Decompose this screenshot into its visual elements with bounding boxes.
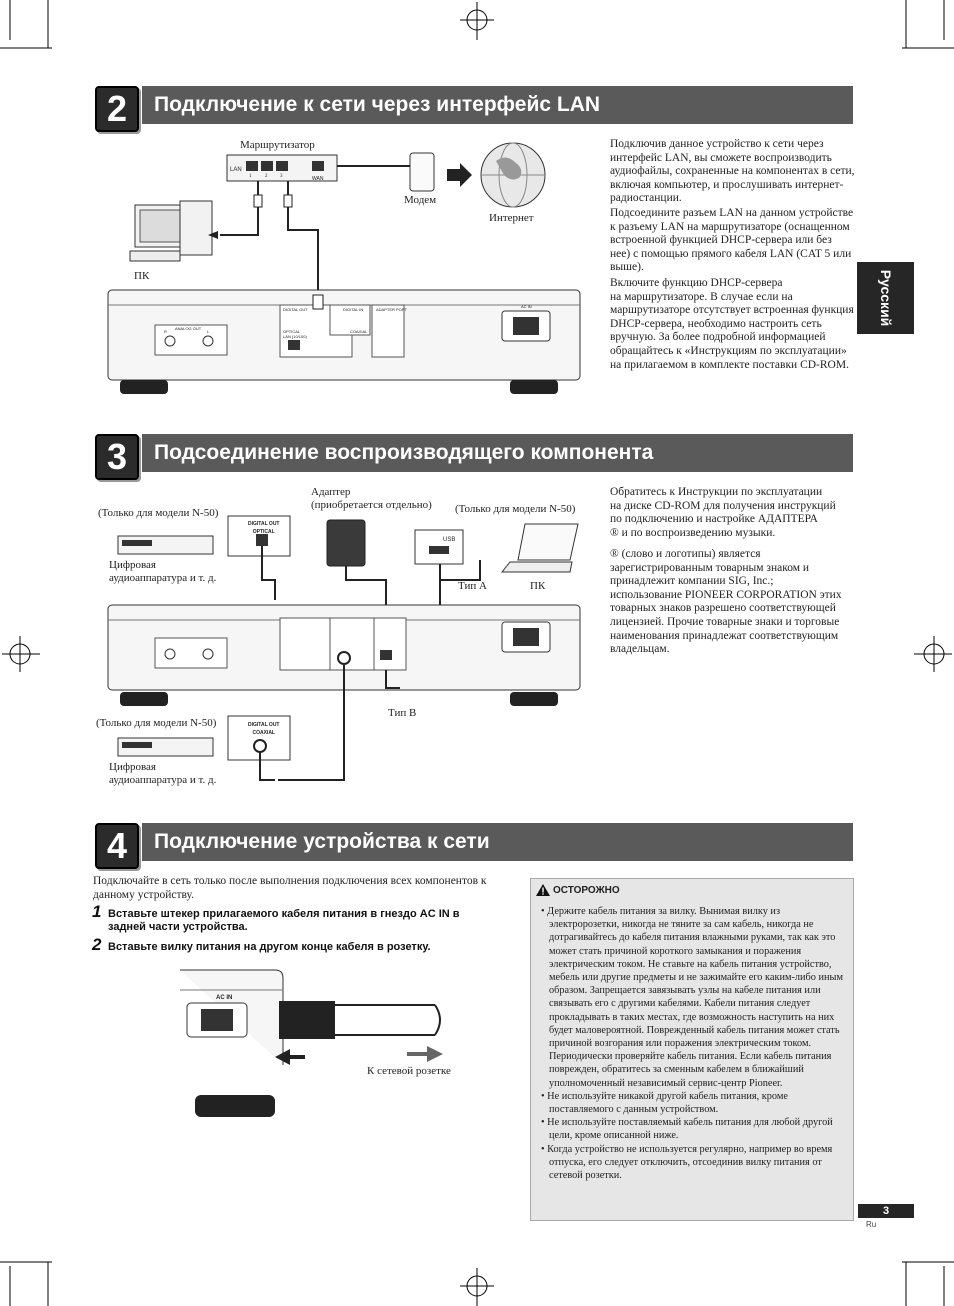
- type-b-label: Тип B: [388, 707, 417, 719]
- model-note-optical: (Только для модели N-50): [98, 507, 219, 519]
- router-label: Маршрутизатор: [240, 139, 315, 151]
- section-3-title: Подсоединение воспроизводящего компонент…: [142, 434, 853, 472]
- ac-in-label: AC IN: [216, 995, 233, 1001]
- step-1-number: 1: [92, 902, 102, 921]
- caution-item: • Не используйте никакой другой кабель п…: [541, 1090, 788, 1116]
- playback-diagram: [107, 515, 581, 781]
- caution-box: ОСТОРОЖНО • Держите кабель питания за ви…: [530, 878, 854, 1221]
- section-2-title: Подключение к сети через интерфейс LAN: [142, 86, 853, 124]
- pc-label: ПК: [134, 270, 150, 282]
- section-4-intro: Подключайте в сеть только после выполнен…: [93, 875, 487, 901]
- device-coaxial-label: COAXIAL: [350, 329, 368, 334]
- device-channel-r: R: [164, 329, 167, 334]
- page-language: Ru: [866, 1220, 877, 1229]
- section-3-paragraph-1: Обратитесь к Инструкции по эксплуатации …: [610, 486, 836, 539]
- warning-icon: [536, 884, 550, 896]
- section-2-number: 2: [95, 86, 139, 132]
- digital-out-coaxial-label: DIGITAL OUT COAXIAL: [248, 722, 280, 736]
- router-port-3: 3: [280, 174, 283, 179]
- language-tab: Русский: [857, 262, 914, 334]
- device-adapter-port-label: ADAPTER PORT: [376, 307, 408, 312]
- section-2-paragraph-2: Подсоедините разъем LAN на данном устрой…: [610, 207, 854, 274]
- model-note-usb: (Только для модели N-50): [455, 503, 576, 515]
- section-4-number: 4: [95, 823, 139, 869]
- section-2-paragraph-3: Включите функцию DHCP-сервера на маршрут…: [610, 277, 854, 371]
- pc-label-2: ПК: [530, 580, 546, 592]
- section-3-paragraph-2: ® (слово и логотипы) является зарегистри…: [610, 548, 842, 656]
- type-a-label: Тип A: [458, 580, 487, 592]
- caution-item: • Держите кабель питания за вилку. Выним…: [541, 906, 843, 1089]
- section-2-paragraph-1: Подключив данное устройство к сети через…: [610, 138, 855, 205]
- modem-label: Модем: [404, 194, 437, 206]
- caution-title: ОСТОРОЖНО: [553, 885, 620, 896]
- section-4-title: Подключение устройства к сети: [142, 823, 853, 861]
- step-1: 1 Вставьте штекер прилагаемого кабеля пи…: [92, 903, 508, 934]
- step-2-text: Вставьте вилку питания на другом конце к…: [108, 941, 431, 953]
- router-lan-label: LAN: [230, 167, 242, 173]
- digital-av-label-bottom: Цифровая аудиоаппаратура и т. д.: [109, 761, 217, 786]
- outlet-label: К сетевой розетке: [367, 1065, 451, 1077]
- router-port-1: 1: [249, 174, 252, 179]
- router-wan-label: WAN: [312, 176, 324, 182]
- device-ac-in-label: AC IN: [521, 304, 532, 309]
- router-port-2: 2: [265, 174, 268, 179]
- step-2: 2 Вставьте вилку питания на другом конце…: [92, 936, 508, 954]
- lan-diagram: [107, 142, 581, 394]
- device-digital-out-label: DIGITAL OUT: [283, 307, 308, 312]
- caution-item: • Не используйте поставляемый кабель пит…: [541, 1117, 833, 1142]
- device-lan-label: LAN (10/100): [283, 334, 307, 339]
- step-1-text: Вставьте штекер прилагаемого кабеля пита…: [108, 908, 460, 933]
- section-3-number: 3: [95, 434, 139, 480]
- page-number: 3: [858, 1204, 914, 1218]
- internet-label: Интернет: [489, 212, 534, 224]
- model-note-coaxial: (Только для модели N-50): [96, 717, 217, 729]
- language-tab-label: Русский: [877, 269, 894, 327]
- caution-item: • Когда устройство не используется регул…: [541, 1143, 833, 1182]
- power-cable-diagram: [180, 969, 443, 1117]
- adapter-label: Адаптер (приобретается отдельно): [311, 486, 432, 511]
- caution-body: • Держите кабель питания за вилку. Выним…: [539, 905, 851, 1182]
- device-analog-out-label: ANALOG OUT: [175, 326, 202, 331]
- device-digital-in-label: DIGITAL IN: [343, 307, 364, 312]
- device-channel-l: L: [207, 329, 210, 334]
- digital-av-label-top: Цифровая аудиоаппаратура и т. д.: [109, 559, 217, 584]
- device-optical-label: OPTICAL: [283, 329, 301, 334]
- step-2-number: 2: [92, 935, 102, 954]
- usb-label: USB: [443, 537, 456, 543]
- digital-out-optical-label: DIGITAL OUT OPTICAL: [248, 521, 280, 535]
